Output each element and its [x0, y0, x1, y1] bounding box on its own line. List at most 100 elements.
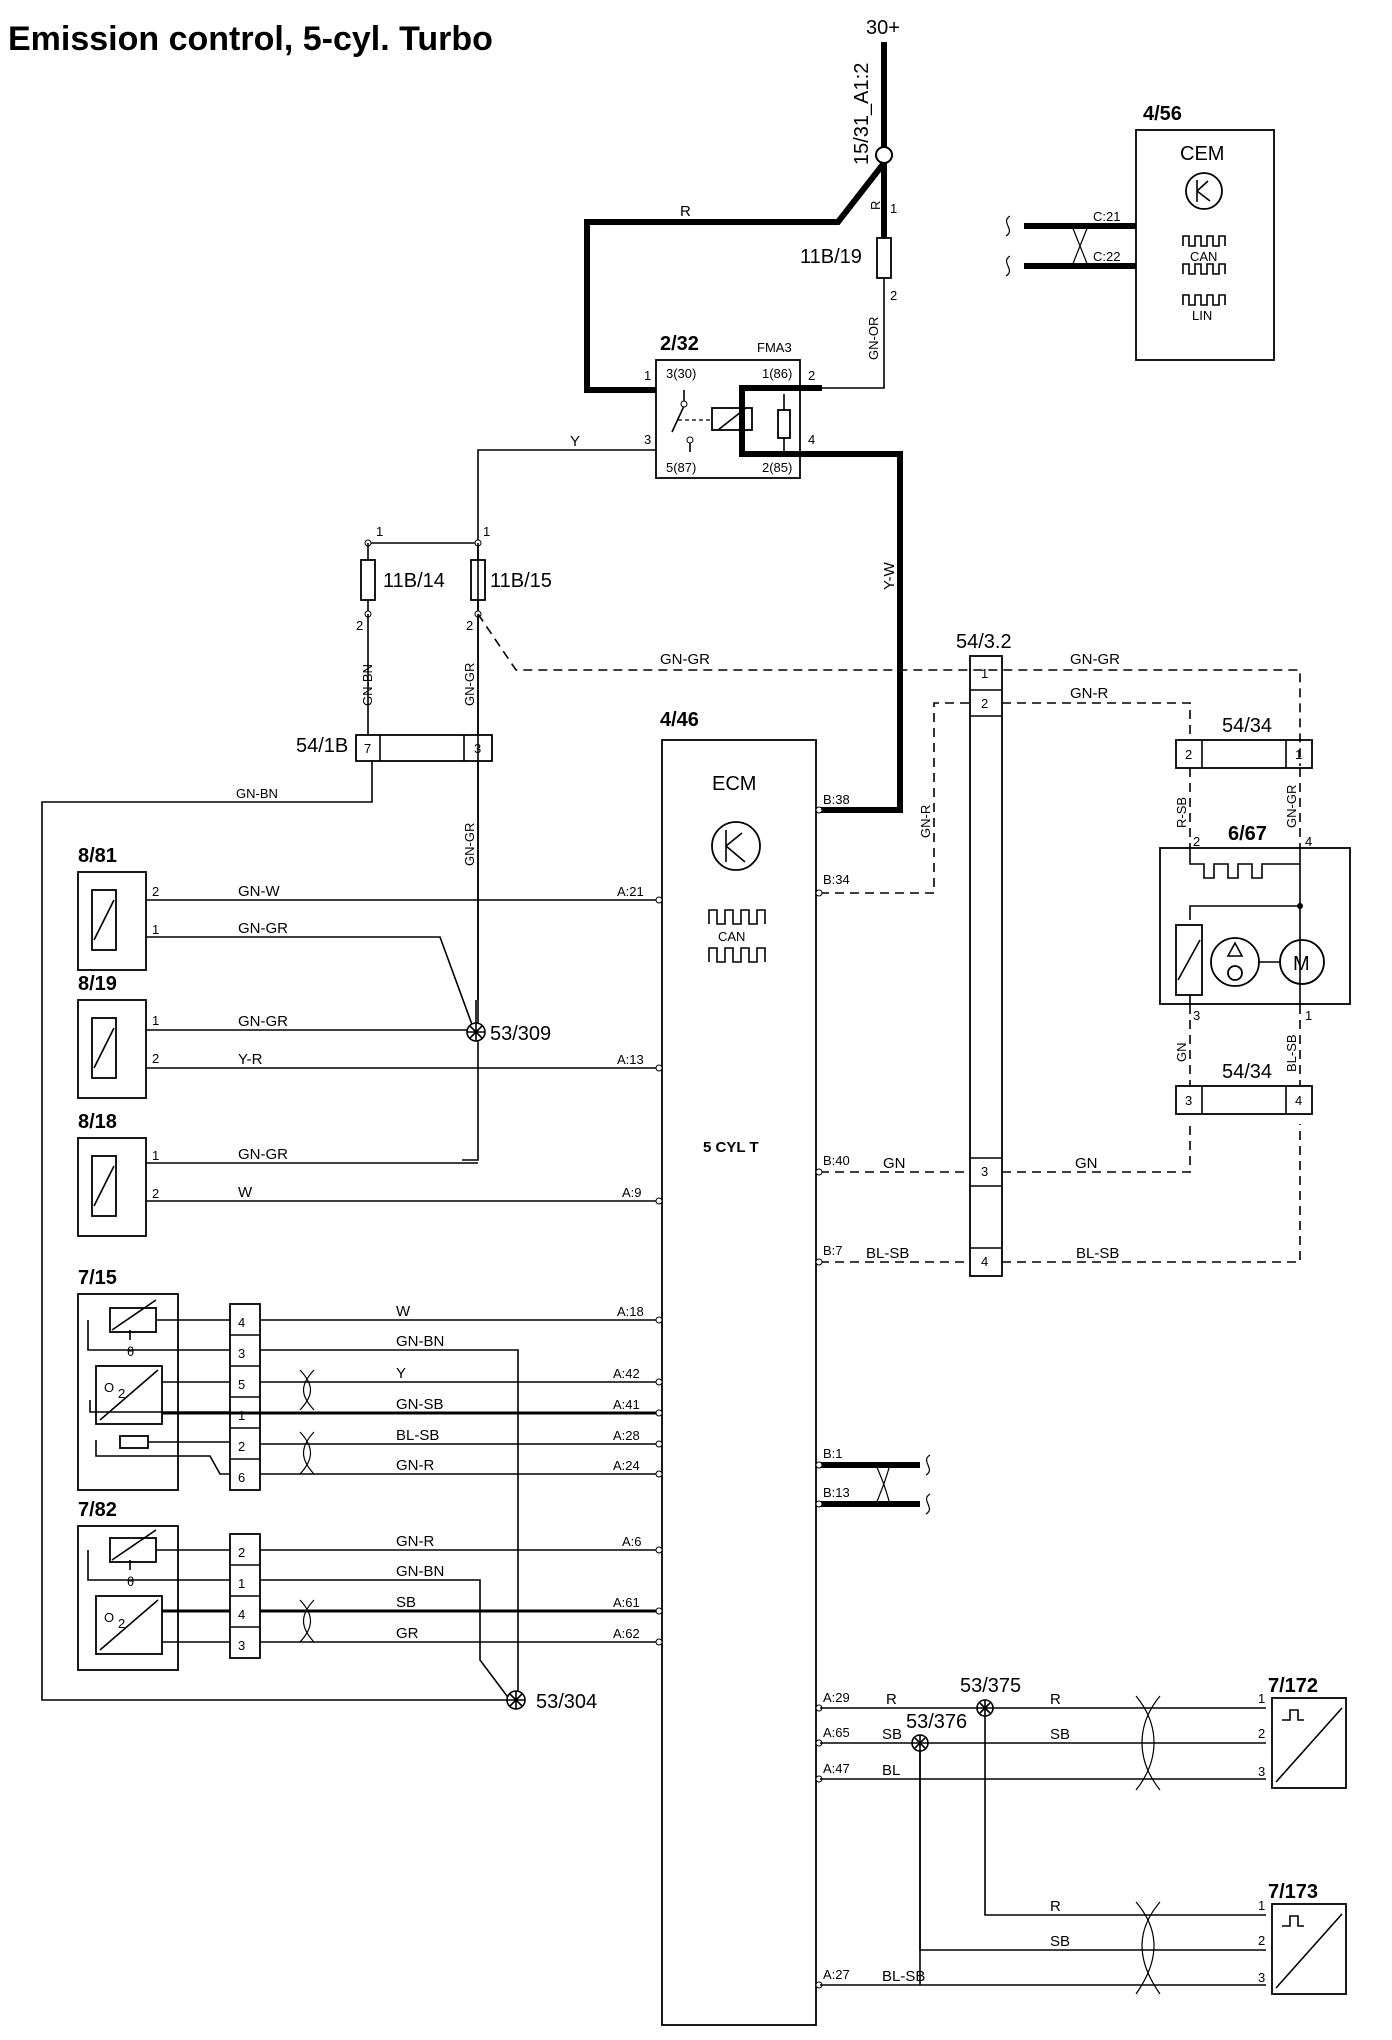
svg-text:2: 2 — [152, 884, 159, 899]
svg-text:1: 1 — [1258, 1691, 1265, 1706]
sensor-7-82: 7/82 θ O 2 2 1 4 3 GN-R GN-BN SB GR A:6 … — [77, 1499, 663, 1701]
svg-text:3: 3 — [644, 432, 651, 447]
svg-text:R: R — [1050, 1691, 1061, 1708]
svg-text:θ: θ — [127, 1574, 134, 1589]
wire-gn-bn-label: GN-BN — [360, 664, 375, 706]
svg-text:1: 1 — [152, 1013, 159, 1028]
svg-text:5: 5 — [238, 1377, 245, 1392]
svg-text:1: 1 — [1258, 1898, 1265, 1913]
svg-text:54/34: 54/34 — [1222, 1061, 1272, 1083]
svg-text:A:13: A:13 — [617, 1052, 644, 1067]
svg-text:1(86): 1(86) — [762, 366, 792, 381]
svg-text:2(85): 2(85) — [762, 460, 792, 475]
svg-text:2: 2 — [808, 368, 815, 383]
relay-ref: 2/32 — [660, 333, 699, 355]
svg-text:2: 2 — [1258, 1933, 1265, 1948]
svg-text:6/67: 6/67 — [1228, 823, 1267, 845]
svg-text:4: 4 — [238, 1607, 245, 1622]
connector-54-34-top: 54/34 2 1 R-SB GN-GR — [1174, 715, 1313, 850]
svg-text:54/3.2: 54/3.2 — [956, 631, 1012, 653]
svg-text:Y-R: Y-R — [238, 1051, 263, 1068]
fuse-11b15-label: 11B/15 — [490, 570, 552, 592]
svg-text:2: 2 — [1193, 834, 1200, 849]
sensor-8-19: 8/19 1 2 GN-GR Y-R A:13 — [77, 973, 663, 1099]
svg-text:3: 3 — [981, 1164, 988, 1179]
svg-text:CAN: CAN — [718, 929, 745, 944]
svg-text:3: 3 — [474, 741, 481, 756]
wire-gn-or-label: GN-OR — [866, 317, 881, 360]
svg-text:B:7: B:7 — [823, 1243, 843, 1258]
svg-text:7/82: 7/82 — [78, 1499, 117, 1521]
svg-text:BL-SB: BL-SB — [396, 1427, 439, 1444]
svg-text:2: 2 — [238, 1545, 245, 1560]
svg-text:A:61: A:61 — [613, 1595, 640, 1610]
evap-module-6-67: 6/67 2 4 M 3 1 GN BL-SB — [1159, 823, 1351, 1085]
svg-text:LIN: LIN — [1192, 308, 1212, 323]
wire-gn-gr-label-2: GN-GR — [660, 651, 710, 668]
svg-text:2: 2 — [466, 618, 473, 633]
svg-text:3: 3 — [238, 1638, 245, 1653]
svg-text:A:24: A:24 — [613, 1458, 640, 1473]
svg-text:BL: BL — [882, 1762, 900, 1779]
svg-text:GN-R: GN-R — [396, 1533, 434, 1550]
knock-sensor-7-172: 7/172 1 2 3 — [1258, 1675, 1347, 1789]
svg-text:7/173: 7/173 — [1268, 1881, 1318, 1903]
svg-text:4: 4 — [238, 1315, 245, 1330]
svg-text:2: 2 — [152, 1186, 159, 1201]
wire-y-w-label: Y-W — [881, 561, 898, 590]
svg-text:A:47: A:47 — [823, 1761, 850, 1776]
wire-r-label: R — [680, 203, 691, 220]
ecm-pins: B:38 B:34 GN-R B:40 GN B:7 BL-SB B:1 B:1… — [815, 702, 970, 1515]
ecm-ref: 4/46 — [660, 709, 699, 731]
svg-text:54/1B: 54/1B — [296, 735, 348, 757]
svg-text:W: W — [238, 1184, 253, 1201]
svg-text:GN-W: GN-W — [238, 883, 280, 900]
svg-text:2: 2 — [981, 696, 988, 711]
ecm-module: 4/46 ECM CAN 5 CYL T — [660, 709, 817, 2026]
wire-gn-bn-label-2: GN-BN — [236, 786, 278, 801]
supply-label: 30+ — [866, 17, 900, 39]
svg-text:8/81: 8/81 — [78, 845, 117, 867]
svg-text:A:28: A:28 — [613, 1428, 640, 1443]
svg-text:53/376: 53/376 — [906, 1711, 967, 1733]
cem-module: 4/56 CEM CAN LIN C:21 C:22 — [1005, 103, 1275, 361]
svg-text:GN-BN: GN-BN — [396, 1333, 444, 1350]
svg-text:SB: SB — [396, 1594, 416, 1611]
svg-text:1: 1 — [152, 1148, 159, 1163]
svg-text:1: 1 — [152, 922, 159, 937]
svg-text:GN-GR: GN-GR — [238, 920, 288, 937]
sensor-8-81: 8/81 2 1 GN-W GN-GR A:21 — [77, 845, 663, 1031]
svg-text:SB: SB — [1050, 1933, 1070, 1950]
svg-text:4: 4 — [1295, 1093, 1302, 1108]
relay-name: FMA3 — [757, 340, 792, 355]
svg-text:2: 2 — [890, 288, 897, 303]
svg-text:GN-GR: GN-GR — [1284, 785, 1299, 828]
svg-text:GN-BN: GN-BN — [396, 1563, 444, 1580]
svg-text:θ: θ — [127, 1344, 134, 1359]
svg-text:A:41: A:41 — [613, 1397, 640, 1412]
svg-text:1: 1 — [238, 1408, 245, 1423]
svg-text:2: 2 — [1258, 1726, 1265, 1741]
splice-53-304: 53/304 — [506, 1690, 597, 1713]
supply-feed: 30+ 15/31_A1:2 R R 1 11B/19 2 GN-OR — [584, 17, 900, 393]
wire-gn-r-label-2: GN-R — [1070, 685, 1108, 702]
svg-text:1: 1 — [376, 524, 383, 539]
svg-text:GR: GR — [396, 1625, 419, 1642]
svg-text:1: 1 — [1295, 747, 1302, 762]
svg-text:7: 7 — [364, 741, 371, 756]
svg-text:C:21: C:21 — [1093, 209, 1120, 224]
svg-text:4: 4 — [808, 432, 815, 447]
svg-text:W: W — [396, 1303, 411, 1320]
splice-53-309: 53/309 — [466, 1000, 551, 1045]
svg-text:B:13: B:13 — [823, 1485, 850, 1500]
svg-text:GN: GN — [1075, 1155, 1098, 1172]
svg-text:3: 3 — [238, 1346, 245, 1361]
svg-text:1: 1 — [1305, 1008, 1312, 1023]
svg-text:R: R — [1050, 1898, 1061, 1915]
svg-text:8/19: 8/19 — [78, 973, 117, 995]
fuses-11b14-11b15: 1 1 11B/14 11B/15 2 2 GN-BN GN-GR GN-GR … — [356, 524, 1301, 766]
svg-text:SB: SB — [882, 1726, 902, 1743]
svg-text:1: 1 — [981, 666, 988, 681]
connector-54-3-2: 54/3.2 1 2 3 4 GN-R GN BL-SB — [956, 631, 1301, 1277]
